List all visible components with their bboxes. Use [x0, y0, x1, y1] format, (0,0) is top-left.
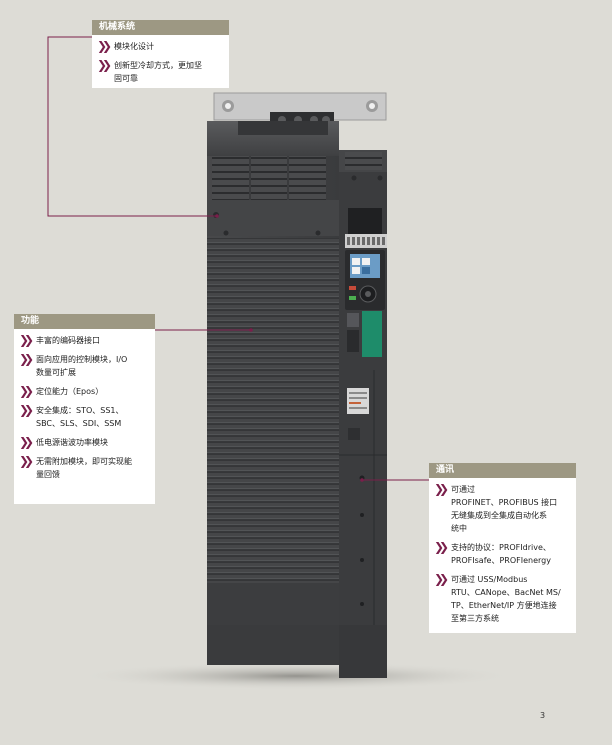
feature-list: ❯❯丰富的编码器接口 ❯❯面向应用的控制模块，I/O 数量可扩展 ❯❯定位能力（…	[14, 329, 155, 487]
list-item-text: 支持的协议：PROFIdrive、 PROFIsafe、PROFIenergy	[451, 543, 551, 565]
double-chevron-right-icon: ❯❯	[97, 39, 112, 53]
control-unit-display	[362, 311, 382, 357]
callout-title: 机械系统	[92, 20, 229, 35]
list-item: ❯❯无需附加模块，即可实现能 量回馈	[18, 455, 149, 481]
double-chevron-right-icon: ❯❯	[19, 333, 34, 347]
list-item: ❯❯支持的协议：PROFIdrive、 PROFIsafe、PROFIenerg…	[433, 541, 570, 567]
list-item-text: 无需附加模块，即可实现能 量回馈	[36, 457, 132, 479]
top-vents	[212, 156, 326, 200]
panel-display	[350, 254, 380, 278]
list-item-text: 模块化设计	[114, 42, 154, 51]
leader-line-mechanical	[47, 36, 217, 217]
floor-shadow	[76, 662, 516, 690]
terminal-strip	[345, 234, 387, 248]
list-item-text: 可通过 USS/Modbus RTU、CANope、BacNet MS/ TP、…	[451, 575, 561, 623]
double-chevron-right-icon: ❯❯	[19, 384, 34, 398]
list-item: ❯❯可通过 PROFINET、PROFIBUS 接口 无缝集成到全集成自动化系 …	[433, 483, 570, 535]
list-item: ❯❯定位能力（Epos）	[18, 385, 149, 398]
callout-functions: 功能 ❯❯丰富的编码器接口 ❯❯面向应用的控制模块，I/O 数量可扩展 ❯❯定位…	[14, 314, 155, 504]
list-item: ❯❯面向应用的控制模块，I/O 数量可扩展	[18, 353, 149, 379]
list-item-text: 丰富的编码器接口	[36, 336, 100, 345]
callout-communication: 通讯 ❯❯可通过 PROFINET、PROFIBUS 接口 无缝集成到全集成自动…	[429, 463, 576, 633]
list-item: ❯❯模块化设计	[96, 40, 223, 53]
rating-label	[347, 388, 369, 414]
list-item: ❯❯低电源谐波功率模块	[18, 436, 149, 449]
heat-sink-fins	[207, 238, 339, 583]
callout-title: 功能	[14, 314, 155, 329]
list-item-text: 创新型冷却方式，更加坚 固可靠	[114, 61, 202, 83]
double-chevron-right-icon: ❯❯	[97, 58, 112, 72]
list-item: ❯❯创新型冷却方式，更加坚 固可靠	[96, 59, 223, 85]
list-item: ❯❯安全集成：STO、SS1、 SBC、SLS、SDI、SSM	[18, 404, 149, 430]
callout-mechanical: 机械系统 ❯❯模块化设计 ❯❯创新型冷却方式，更加坚 固可靠	[92, 20, 229, 88]
list-item: ❯❯可通过 USS/Modbus RTU、CANope、BacNet MS/ T…	[433, 573, 570, 625]
double-chevron-right-icon: ❯❯	[19, 435, 34, 449]
double-chevron-right-icon: ❯❯	[434, 572, 449, 586]
list-item-text: 可通过 PROFINET、PROFIBUS 接口 无缝集成到全集成自动化系 统中	[451, 485, 558, 533]
page-number: 3	[540, 711, 546, 720]
list-item: ❯❯丰富的编码器接口	[18, 334, 149, 347]
double-chevron-right-icon: ❯❯	[434, 540, 449, 554]
callout-title: 通讯	[429, 463, 576, 478]
feature-list: ❯❯模块化设计 ❯❯创新型冷却方式，更加坚 固可靠	[92, 35, 229, 91]
feature-list: ❯❯可通过 PROFINET、PROFIBUS 接口 无缝集成到全集成自动化系 …	[429, 478, 576, 631]
double-chevron-right-icon: ❯❯	[19, 403, 34, 417]
list-item-text: 定位能力（Epos）	[36, 387, 104, 396]
list-item-text: 低电源谐波功率模块	[36, 438, 108, 447]
double-chevron-right-icon: ❯❯	[434, 482, 449, 496]
list-item-text: 安全集成：STO、SS1、 SBC、SLS、SDI、SSM	[36, 406, 124, 428]
double-chevron-right-icon: ❯❯	[19, 352, 34, 366]
double-chevron-right-icon: ❯❯	[19, 454, 34, 468]
list-item-text: 面向应用的控制模块，I/O 数量可扩展	[36, 355, 128, 377]
